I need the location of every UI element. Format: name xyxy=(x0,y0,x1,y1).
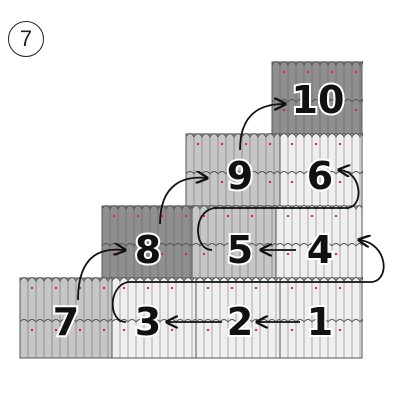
sheet-number-9: 9 xyxy=(227,154,253,198)
sheet-number-6: 6 xyxy=(307,154,333,198)
sheet-number-2: 2 xyxy=(227,300,253,344)
sheet-number-5: 5 xyxy=(227,228,253,272)
sheet-number-8: 8 xyxy=(135,228,161,272)
sheet-number-7: 7 xyxy=(53,300,79,344)
sheet-number-3: 3 xyxy=(135,300,161,344)
sheet-number-4: 4 xyxy=(307,228,333,272)
sheet-number-10: 10 xyxy=(292,78,345,122)
sheet-number-1: 1 xyxy=(307,300,333,344)
